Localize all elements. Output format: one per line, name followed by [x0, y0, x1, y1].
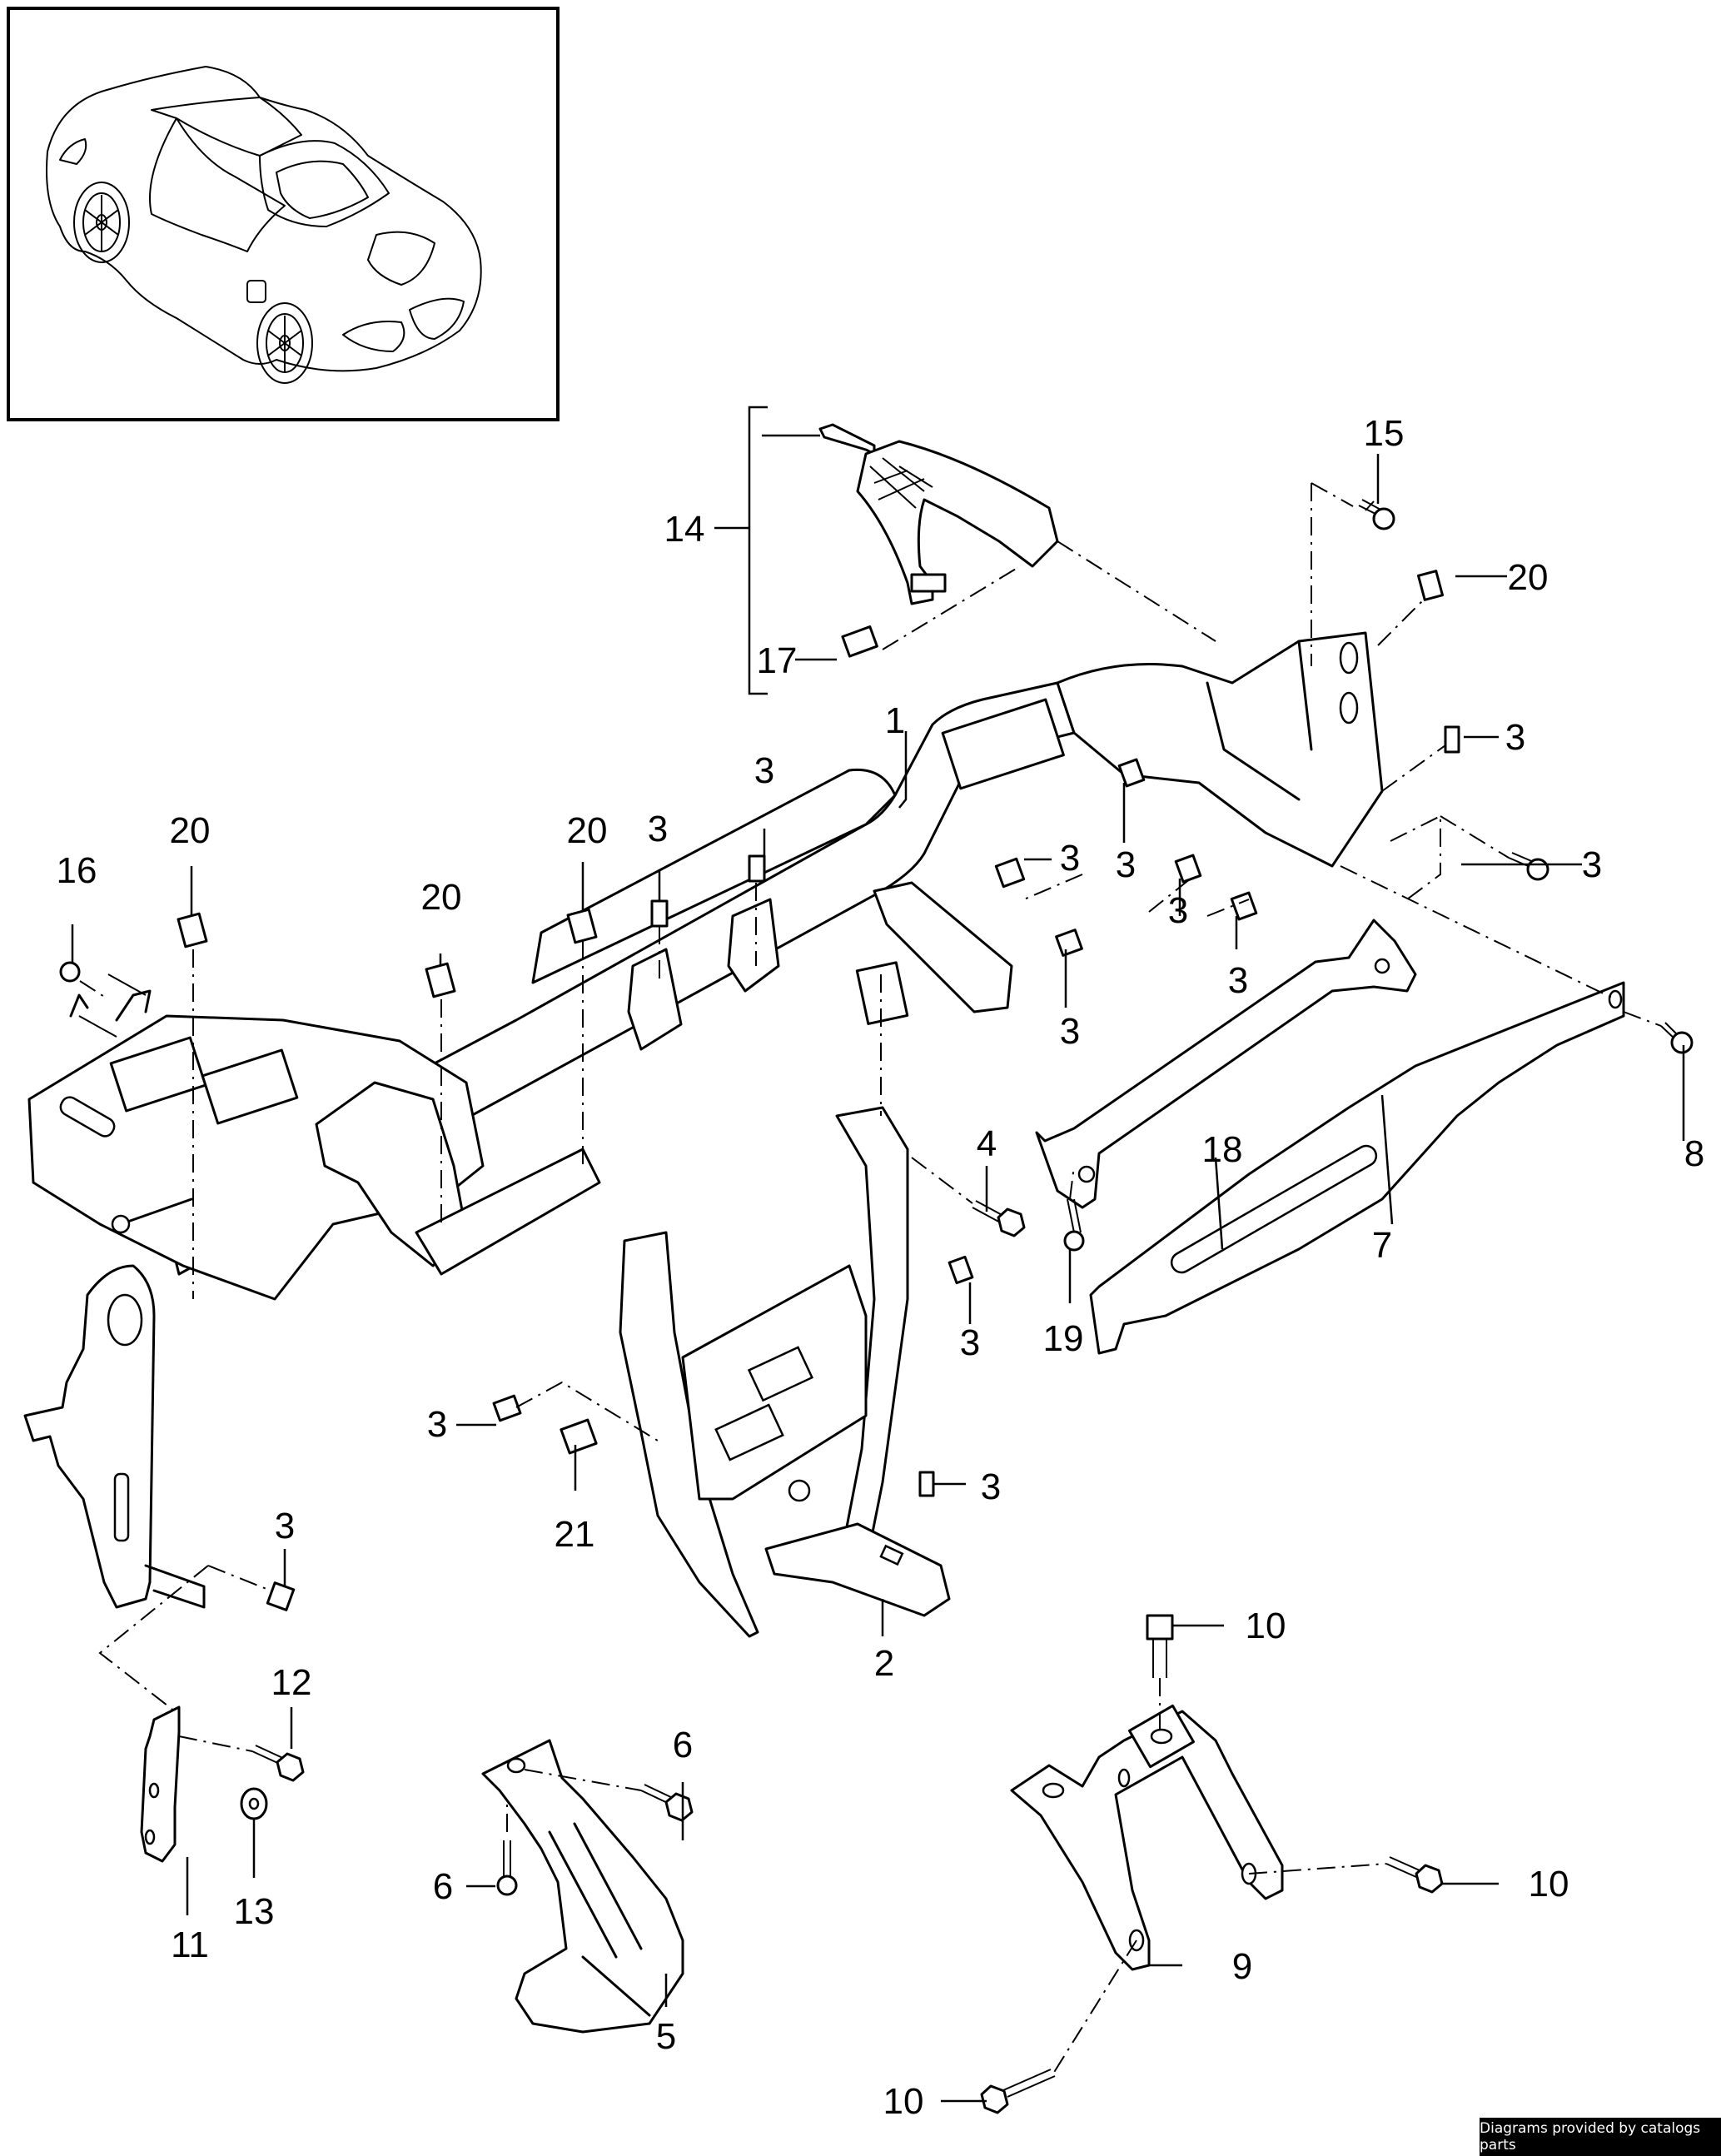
callout-10-top: 10 — [1246, 1606, 1286, 1646]
bolt-15 — [1358, 499, 1395, 530]
left-end-bracket-assembly — [23, 989, 601, 1609]
callout-10-right: 10 — [1529, 1864, 1569, 1905]
callout-20-left: 20 — [170, 810, 211, 851]
assembly-lines — [79, 482, 1662, 2074]
callout-3-lower-center: 3 — [981, 1466, 1001, 1507]
bolt-6-left — [496, 1840, 518, 1896]
clip-nuts — [177, 570, 1460, 1611]
callout-20-center-left: 20 — [421, 877, 462, 918]
callout-18: 18 — [1202, 1129, 1243, 1170]
callout-3-right-b: 3 — [1168, 890, 1188, 931]
callout-13: 13 — [234, 1891, 275, 1932]
callout-9: 9 — [1232, 1946, 1252, 1987]
small-bracket-11 — [140, 1705, 268, 1863]
callout-14: 14 — [664, 509, 705, 550]
callout-7: 7 — [1372, 1225, 1392, 1266]
callout-19: 19 — [1043, 1318, 1084, 1359]
lower-braces — [1035, 919, 1625, 1355]
callout-6-left: 6 — [433, 1866, 453, 1907]
callout-12: 12 — [271, 1662, 312, 1703]
nut-16 — [59, 961, 81, 983]
callout-3-mid-low: 3 — [1060, 1011, 1080, 1052]
side-bracket-5 — [481, 1739, 684, 2034]
callout-3-far-lower-left: 3 — [275, 1506, 295, 1546]
callout-20-right: 20 — [1508, 557, 1549, 598]
center-vertical-support — [619, 1106, 951, 1638]
car-overview-inset — [7, 7, 560, 421]
callout-20-center: 20 — [567, 810, 608, 851]
callout-8: 8 — [1684, 1133, 1704, 1174]
lower-bracket-9 — [1010, 1704, 1284, 1971]
callout-17: 17 — [757, 640, 798, 681]
bolt-10-top — [1146, 1614, 1174, 1678]
callout-16: 16 — [57, 850, 97, 891]
callout-3-right-a: 3 — [1116, 844, 1136, 885]
callout-3-upper-right: 3 — [1505, 717, 1525, 758]
screw-8 — [1660, 1022, 1694, 1054]
callout-labels: 1 2 3 3 3 3 3 3 3 3 3 3 3 3 3 3 4 5 6 6 … — [57, 413, 1705, 2122]
grab-handle-part — [818, 423, 1059, 605]
callout-3-lower-left: 3 — [427, 1404, 447, 1445]
leader-lines — [71, 406, 1685, 2103]
callout-3-screw-right: 3 — [1582, 844, 1602, 885]
callout-3-right-c: 3 — [1228, 960, 1248, 1001]
callout-10-bottom: 10 — [883, 2081, 924, 2122]
callout-3-center-right: 3 — [960, 1322, 980, 1363]
callout-3-mid: 3 — [1060, 838, 1080, 879]
callout-4: 4 — [977, 1123, 997, 1164]
screw-3-right — [1508, 852, 1549, 881]
callout-3-left: 3 — [648, 809, 668, 849]
screw-19 — [1063, 1198, 1085, 1252]
bolt-10-right — [1385, 1856, 1444, 1894]
callout-15: 15 — [1364, 413, 1405, 454]
callout-2: 2 — [874, 1643, 894, 1684]
credit-badge: Diagrams provided by catalogs parts — [1480, 2118, 1721, 2156]
callout-3-top-center: 3 — [754, 750, 774, 791]
callout-6-right: 6 — [673, 1725, 693, 1765]
callout-11: 11 — [171, 1924, 209, 1965]
callout-1: 1 — [885, 700, 905, 741]
car-outline-icon — [46, 66, 482, 384]
bolt-12 — [251, 1745, 305, 1782]
callout-5: 5 — [656, 2016, 676, 2057]
callout-21: 21 — [555, 1514, 595, 1555]
bolt-10-bottom — [980, 2069, 1056, 2114]
bolt-6-right — [640, 1784, 694, 1822]
bolt-4 — [972, 1200, 1026, 1237]
